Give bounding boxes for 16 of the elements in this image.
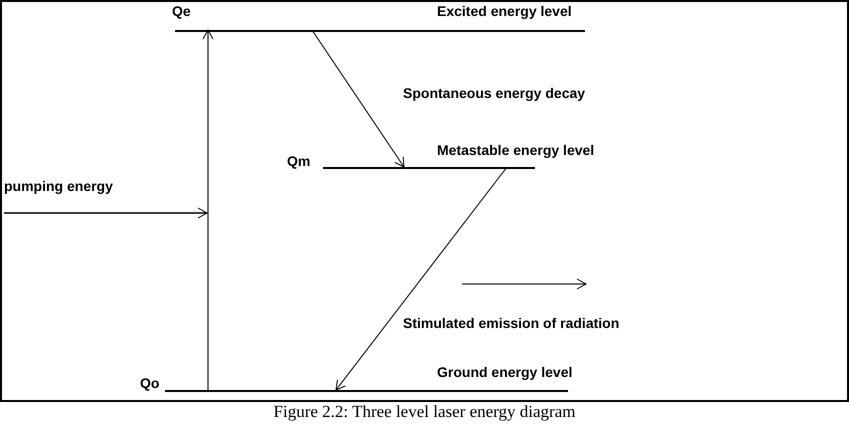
energy-level-line xyxy=(175,30,585,32)
arrow xyxy=(312,30,404,168)
level-label: Metastable energy level xyxy=(437,142,594,158)
level-symbol: Qm xyxy=(287,153,310,169)
annotation-label: pumping energy xyxy=(4,178,113,194)
energy-level-line xyxy=(323,167,535,169)
annotation-label: Stimulated emission of radiation xyxy=(403,315,620,331)
arrow xyxy=(336,166,508,390)
figure-caption: Figure 2.2: Three level laser energy diagram xyxy=(272,402,576,422)
level-label: Excited energy level xyxy=(437,3,572,19)
level-symbol: Qe xyxy=(172,3,191,19)
energy-level-line xyxy=(165,390,568,392)
level-symbol: Qo xyxy=(140,375,160,391)
annotation-label: Spontaneous energy decay xyxy=(403,85,586,101)
level-label: Ground energy level xyxy=(437,364,572,380)
arrow xyxy=(202,30,214,390)
